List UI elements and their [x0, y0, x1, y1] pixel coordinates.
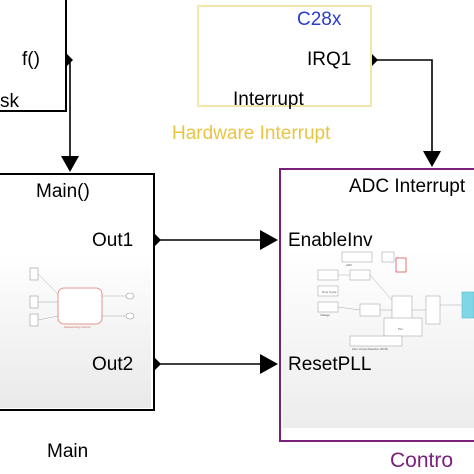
control-block-name: Contro — [390, 449, 454, 472]
arrowhead-out1-to-enableinv — [260, 230, 278, 250]
core-label: C28x — [297, 9, 342, 30]
connector-irq-to-control — [372, 59, 433, 151]
out2-port-label: Out2 — [92, 354, 134, 375]
interrupt-inner-label: Interrupt — [233, 89, 304, 110]
main-preview-caption: Sequencing Control — [64, 325, 91, 329]
irq1-port-label: IRQ1 — [307, 49, 352, 70]
main-block-name: Main — [47, 441, 89, 462]
task-port-label: f() — [22, 49, 40, 70]
main-function-label: Main() — [36, 181, 90, 202]
main-block-preview-background — [0, 252, 151, 408]
resetpll-port-label: ResetPLL — [288, 354, 372, 375]
arrowhead-task-to-main — [61, 156, 79, 172]
control-preview-label-adc: ADC — [346, 263, 353, 267]
control-preview-label-pll: PLL — [398, 327, 404, 331]
enableinv-port-label: EnableInv — [288, 230, 373, 251]
hardware-interrupt-block[interactable] — [197, 5, 372, 107]
control-preview-label-zcd: Zero Cross Detector (ZCD) — [352, 347, 389, 351]
arrowhead-out2-to-resetpll — [260, 354, 278, 374]
arrowhead-irq-to-control — [423, 151, 441, 167]
control-preview-label-duty: Duty Cycle — [322, 290, 337, 294]
hardware-interrupt-name: Hardware Interrupt — [172, 123, 331, 144]
task-block[interactable] — [0, 0, 67, 112]
task-block-name: sk — [0, 91, 19, 112]
adc-interrupt-title: ADC Interrupt — [349, 176, 466, 197]
out1-port-label: Out1 — [92, 230, 134, 251]
control-preview-label-voltage: Voltage — [320, 313, 331, 317]
